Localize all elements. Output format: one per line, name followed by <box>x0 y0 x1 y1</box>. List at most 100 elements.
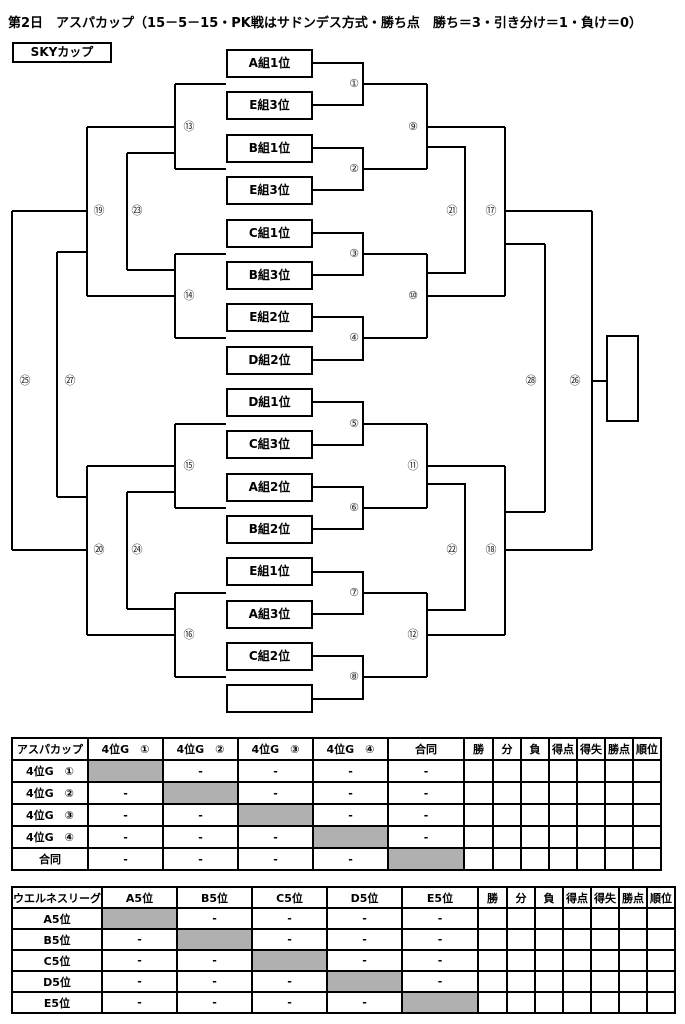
bracket-slot <box>226 684 313 713</box>
stat-cell <box>520 759 550 783</box>
bracket-slot: D組2位 <box>226 346 313 375</box>
diagonal-cell <box>237 803 314 827</box>
matchup-cell: - <box>312 847 389 871</box>
bracket-slot: D組1位 <box>226 388 313 417</box>
consolation-21-22-lines <box>427 146 466 611</box>
stat-cell <box>463 759 494 783</box>
match-number: ㉔ <box>131 543 143 556</box>
diagonal-cell <box>176 928 253 951</box>
stat-cell <box>548 803 578 827</box>
stat-cell <box>576 825 606 849</box>
matchup-cell: - <box>237 825 314 849</box>
column-header: 4位G ② <box>162 737 239 761</box>
diagonal-cell <box>401 991 479 1014</box>
stat-cell <box>576 847 606 871</box>
match-number: ⑧ <box>349 670 359 683</box>
stat-cell <box>520 803 550 827</box>
column-header: 4位G ① <box>87 737 164 761</box>
matchup-cell: - <box>87 825 164 849</box>
stat-cell <box>534 928 564 951</box>
matchup-cell: - <box>326 949 403 972</box>
matchup-cell: - <box>387 759 465 783</box>
diagonal-cell <box>87 759 164 783</box>
stat-cell <box>477 907 508 930</box>
stat-cell <box>604 803 634 827</box>
match-number: ⑦ <box>349 586 359 599</box>
stat-cell <box>506 928 536 951</box>
stat-cell <box>534 970 564 993</box>
league-table-wellness: ウエルネスリーグ A5位 B5位 C5位 D5位 E5位 勝 分 負 得点 得失… <box>11 886 676 1014</box>
stat-column-header: 分 <box>492 737 522 761</box>
stat-column-header: 得点 <box>548 737 578 761</box>
column-header: C5位 <box>251 886 328 909</box>
match-number: ㉒ <box>446 543 458 556</box>
stat-column-header: 勝点 <box>604 737 634 761</box>
matchup-cell: - <box>87 847 164 871</box>
stat-cell <box>534 907 564 930</box>
match-number: ⑮ <box>183 459 195 472</box>
match-number: ⑯ <box>183 628 195 641</box>
matchup-cell: - <box>101 949 178 972</box>
stat-column-header: 勝 <box>477 886 508 909</box>
table-corner: アスパカップ <box>11 737 89 761</box>
matchup-cell: - <box>401 907 479 930</box>
stat-column-header: 負 <box>534 886 564 909</box>
stat-cell <box>618 907 648 930</box>
bracket-slot: E組3位 <box>226 91 313 120</box>
match-number: ⑫ <box>407 628 419 641</box>
bracket-slot: A組1位 <box>226 49 313 78</box>
matchup-cell: - <box>176 949 253 972</box>
stat-cell <box>562 970 592 993</box>
stat-cell <box>618 928 648 951</box>
match-number: ⑲ <box>93 204 105 217</box>
matchup-cell: - <box>387 825 465 849</box>
bracket-slot: E組1位 <box>226 557 313 586</box>
stat-cell <box>492 759 522 783</box>
stat-column-header: 順位 <box>646 886 676 909</box>
matchup-cell: - <box>101 991 178 1014</box>
match-number: ⑩ <box>408 289 418 302</box>
stat-cell <box>646 907 676 930</box>
matchup-cell: - <box>401 949 479 972</box>
stat-cell <box>492 781 522 805</box>
column-header: D5位 <box>326 886 403 909</box>
matchup-cell: - <box>326 928 403 951</box>
bracket-lines <box>11 62 639 700</box>
stat-cell <box>520 781 550 805</box>
table-row: 合同 - - - - <box>11 847 662 871</box>
bracket-slot: A組2位 <box>226 473 313 502</box>
stat-cell <box>632 803 662 827</box>
stat-cell <box>506 991 536 1014</box>
stat-cell <box>576 759 606 783</box>
table-row: 4位G ② - - - - <box>11 781 662 805</box>
matchup-cell: - <box>251 970 328 993</box>
stat-column-header: 得点 <box>562 886 592 909</box>
matchup-cell: - <box>237 759 314 783</box>
stat-cell <box>562 991 592 1014</box>
row-header: 4位G ④ <box>11 825 89 849</box>
match-number: ㉘ <box>525 374 537 387</box>
stat-cell <box>632 847 662 871</box>
matchup-cell: - <box>237 847 314 871</box>
match-number: ② <box>349 162 359 175</box>
stat-column-header: 勝 <box>463 737 494 761</box>
stat-cell <box>463 825 494 849</box>
matchup-cell: - <box>401 970 479 993</box>
matchup-cell: - <box>176 970 253 993</box>
bracket-slot: B組2位 <box>226 515 313 544</box>
match-number: ⑰ <box>485 204 497 217</box>
stat-cell <box>590 991 620 1014</box>
bracket-slot: C組3位 <box>226 430 313 459</box>
stat-cell <box>506 907 536 930</box>
stat-cell <box>492 803 522 827</box>
stat-cell <box>548 781 578 805</box>
stat-cell <box>463 803 494 827</box>
stat-cell <box>618 970 648 993</box>
stat-cell <box>646 970 676 993</box>
matchup-cell: - <box>87 781 164 805</box>
stat-cell <box>590 949 620 972</box>
matchup-cell: - <box>401 928 479 951</box>
matchup-cell: - <box>387 803 465 827</box>
matchup-cell: - <box>251 928 328 951</box>
column-header: A5位 <box>101 886 178 909</box>
